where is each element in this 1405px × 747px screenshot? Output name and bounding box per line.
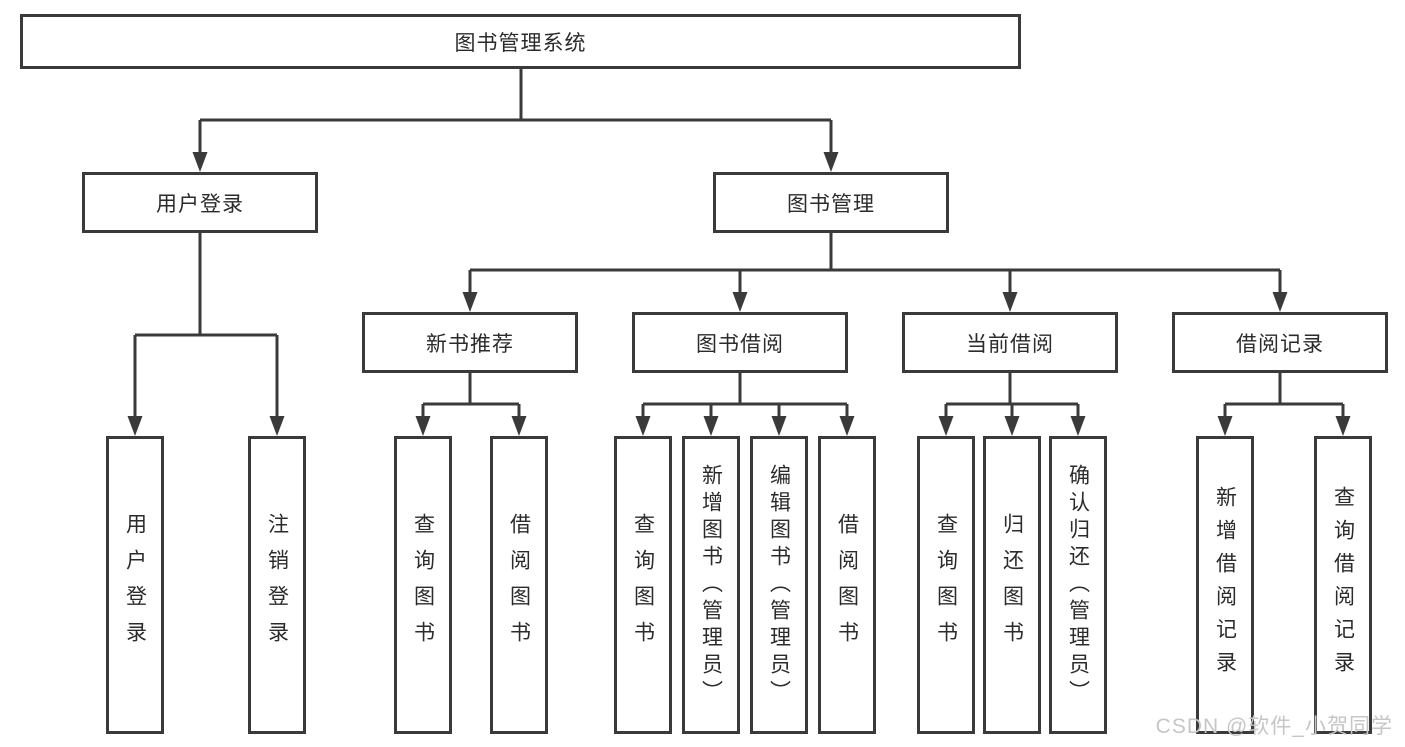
node-current-borrowing-label: 当前借阅 [966, 332, 1054, 356]
leaf-cb-query-books-label: 查询图书 [934, 513, 958, 657]
node-user-login: 用户登录 [82, 172, 318, 233]
leaf-bb-add-books-admin: 新增图书（管理员） [682, 436, 740, 734]
node-new-book-recommend-label: 新书推荐 [426, 332, 514, 356]
leaf-cb-confirm-return-admin: 确认归还（管理员） [1049, 436, 1107, 734]
leaf-br-query-borrow-record: 查询借阅记录 [1314, 436, 1372, 734]
leaf-cb-query-books: 查询图书 [917, 436, 975, 734]
leaf-cb-confirm-return-admin-label: 确认归还（管理员） [1066, 463, 1090, 707]
node-current-borrowing: 当前借阅 [902, 312, 1118, 373]
leaf-logout: 注销登录 [248, 436, 306, 734]
node-root-label: 图书管理系统 [454, 31, 587, 55]
leaf-logout-label: 注销登录 [265, 513, 289, 657]
leaf-nbr-query-books: 查询图书 [394, 436, 452, 734]
leaf-cb-return-books-label: 归还图书 [1000, 513, 1024, 657]
leaf-br-add-borrow-record-label: 新增借阅记录 [1213, 486, 1237, 684]
node-root: 图书管理系统 [20, 14, 1021, 69]
leaf-cb-return-books: 归还图书 [983, 436, 1041, 734]
leaf-bb-query-books-label: 查询图书 [631, 513, 655, 657]
leaf-nbr-query-books-label: 查询图书 [411, 513, 435, 657]
leaf-bb-edit-books-admin-label: 编辑图书（管理员） [767, 463, 791, 707]
watermark: CSDN @软件_小贺同学 [1155, 715, 1393, 738]
node-user-login-label: 用户登录 [156, 192, 244, 216]
node-book-borrowing-label: 图书借阅 [696, 332, 784, 356]
leaf-bb-query-books: 查询图书 [614, 436, 672, 734]
leaf-bb-borrow-books-label: 借阅图书 [835, 513, 859, 657]
leaf-br-query-borrow-record-label: 查询借阅记录 [1331, 486, 1355, 684]
leaf-nbr-borrow-books-label: 借阅图书 [507, 513, 531, 657]
leaf-bb-add-books-admin-label: 新增图书（管理员） [699, 463, 723, 707]
leaf-br-add-borrow-record: 新增借阅记录 [1196, 436, 1254, 734]
node-borrowing-records-label: 借阅记录 [1236, 332, 1324, 356]
node-borrowing-records: 借阅记录 [1172, 312, 1388, 373]
node-book-management: 图书管理 [713, 172, 949, 233]
leaf-user-login-label: 用户登录 [123, 513, 147, 657]
node-book-borrowing: 图书借阅 [632, 312, 848, 373]
leaf-bb-borrow-books: 借阅图书 [818, 436, 876, 734]
leaf-bb-edit-books-admin: 编辑图书（管理员） [750, 436, 808, 734]
leaf-user-login: 用户登录 [106, 436, 164, 734]
node-book-management-label: 图书管理 [787, 192, 875, 216]
node-new-book-recommend: 新书推荐 [362, 312, 578, 373]
leaf-nbr-borrow-books: 借阅图书 [490, 436, 548, 734]
